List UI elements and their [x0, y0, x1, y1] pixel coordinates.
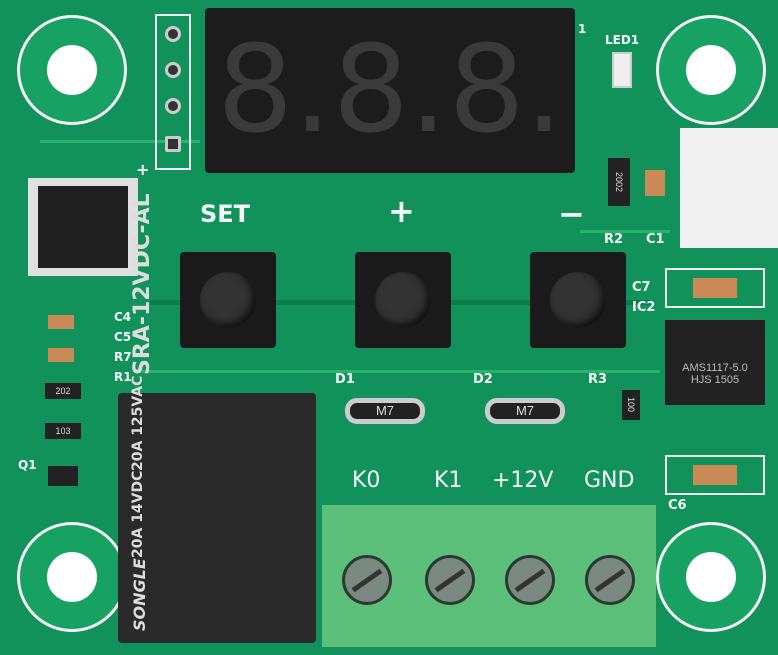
pin: [165, 62, 181, 78]
label-c5: C5: [114, 330, 132, 344]
pin: [165, 98, 181, 114]
label-c7: C7: [632, 280, 651, 295]
screw-gnd[interactable]: [585, 555, 635, 605]
label-r2: R2: [604, 232, 624, 247]
capacitor-c4: [48, 315, 74, 329]
seven-segment-display: 8. 8. 8.: [205, 8, 575, 173]
plus-mark: +: [136, 160, 150, 179]
minus-button[interactable]: [530, 252, 626, 348]
plus-label: +: [388, 192, 415, 230]
voltage-regulator: AMS1117-5.0 HJS 1505: [665, 320, 765, 405]
label-ic2: IC2: [632, 300, 656, 315]
diode-d2: M7: [485, 398, 565, 424]
pin1-mark: 1: [578, 22, 587, 36]
label-r1: R1: [114, 370, 132, 384]
label-c6: C6: [668, 498, 687, 513]
mounting-hole: [17, 522, 127, 632]
ic-pins: [28, 178, 138, 276]
label-c4: C4: [114, 310, 132, 324]
screw-12v[interactable]: [505, 555, 555, 605]
sensor-connector: [680, 128, 778, 248]
relay-rating-ac: 20A 125VAC: [130, 375, 146, 471]
resistor-r3: 100: [622, 390, 640, 420]
pin: [165, 136, 181, 152]
microcontroller: [38, 186, 128, 268]
mounting-hole: [17, 15, 127, 125]
relay-brand: SONGLE: [130, 558, 149, 631]
display-digit: 8.: [448, 20, 564, 160]
screw-k0[interactable]: [342, 555, 392, 605]
terminal-label-12v: +12V: [492, 468, 554, 493]
resistor-202: 202: [45, 383, 81, 399]
label-c1: C1: [646, 232, 665, 247]
minus-label: −: [558, 195, 585, 233]
trace: [580, 230, 670, 233]
screw-k1[interactable]: [425, 555, 475, 605]
plus-button[interactable]: [355, 252, 451, 348]
capacitor-c5: [48, 348, 74, 362]
transistor-q1: [48, 466, 78, 486]
trace: [40, 140, 200, 143]
capacitor-c1: [645, 170, 665, 196]
terminal-label-gnd: GND: [584, 468, 635, 493]
label-d1: D1: [335, 372, 355, 387]
set-button[interactable]: [180, 252, 276, 348]
label-r3: R3: [588, 372, 608, 387]
pin: [165, 26, 181, 42]
diode-d1: M7: [345, 398, 425, 424]
regulator-model: AMS1117-5.0: [682, 362, 748, 374]
display-digit: 8.: [217, 20, 332, 160]
display-digit: 8.: [332, 20, 448, 160]
led-label: LED1: [605, 33, 640, 47]
regulator-batch: HJS 1505: [690, 374, 740, 386]
label-d2: D2: [473, 372, 493, 387]
set-label: SET: [200, 200, 251, 228]
relay-rating-dc: 20A 14VDC: [130, 470, 146, 559]
relay: SONGLE 20A 14VDC 20A 125VAC SRA-12VDC-AL: [118, 194, 316, 643]
capacitor-c6: [665, 455, 765, 495]
capacitor-c7: [665, 268, 765, 308]
resistor-103: 103: [45, 423, 81, 439]
label-q1: Q1: [18, 458, 37, 472]
mounting-hole: [656, 522, 766, 632]
mounting-hole: [656, 15, 766, 125]
terminal-label-k1: K1: [434, 468, 463, 493]
terminal-label-k0: K0: [352, 468, 381, 493]
resistor-r2: 2002: [608, 158, 630, 206]
label-r7: R7: [114, 350, 132, 364]
trace: [140, 370, 660, 373]
relay-model: SRA-12VDC-AL: [130, 193, 155, 376]
led: [612, 52, 632, 88]
screw-terminal-block: [322, 505, 656, 647]
pin-header: [155, 14, 191, 170]
